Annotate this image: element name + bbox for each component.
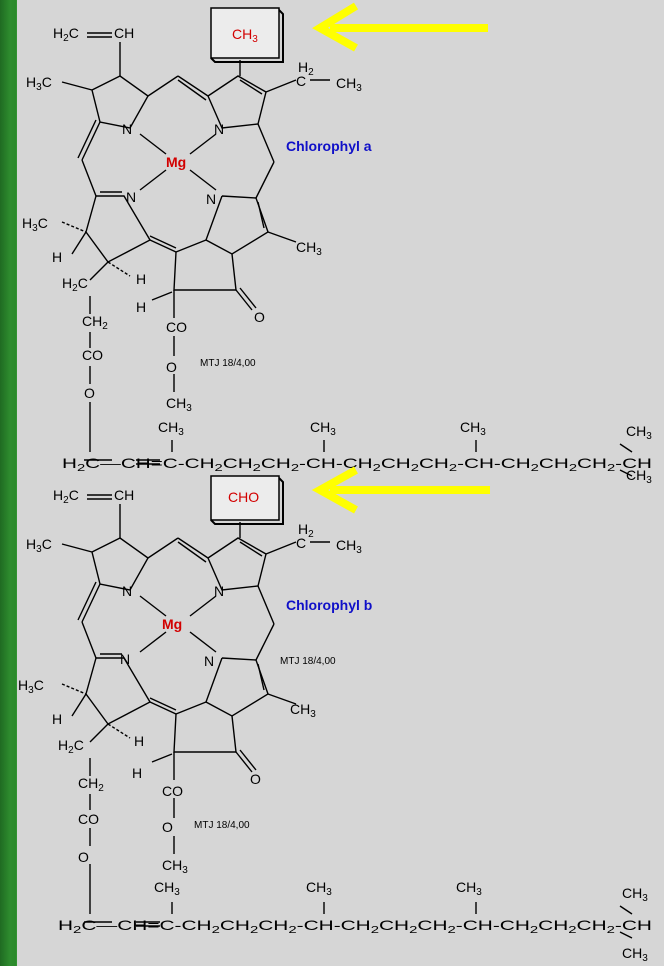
svg-text:CH3: CH3 [310,419,336,438]
molecule-chlorophyll-a: CH3 H2C CH H3C H2 C CH3 N N Mg Chlorophy… [22,2,652,486]
svg-text:C: C [296,73,306,89]
svg-text:H2C: H2C [58,737,84,756]
svg-text:H: H [52,711,62,727]
svg-text:CO: CO [166,319,187,335]
magnesium-b: Mg [162,616,182,632]
svg-text:H3C: H3C [22,215,48,234]
svg-text:CH3: CH3 [306,879,332,898]
svg-text:H: H [136,271,146,287]
arrow-right-to-left-icon [312,2,488,52]
svg-text:O: O [78,849,89,865]
svg-text:CH3: CH3 [460,419,486,438]
highlight-box-b: CHO [210,475,284,525]
svg-text:N: N [120,651,130,667]
svg-text:CH: CH [114,487,134,503]
svg-text:N: N [204,653,214,669]
highlight-group-a: CH3 [232,26,258,45]
svg-text:O: O [84,385,95,401]
svg-text:N: N [214,121,224,137]
svg-text:CH3: CH3 [622,945,648,964]
highlight-box-a: CH3 [210,7,284,63]
svg-text:N: N [214,583,224,599]
svg-text:N: N [122,583,132,599]
svg-text:H2C: H2C [53,25,79,44]
note-a: MTJ 18/4,00 [200,358,256,369]
svg-text:H: H [136,299,146,315]
svg-text:H: H [52,249,62,265]
svg-text:H: H [134,733,144,749]
svg-text:CH3: CH3 [456,879,482,898]
svg-text:CH2: CH2 [82,313,108,332]
svg-text:H3C: H3C [26,74,52,93]
svg-text:H3C: H3C [18,677,44,696]
svg-text:H: H [132,765,142,781]
svg-text:CH3: CH3 [336,75,362,94]
note-b1: MTJ 18/4,00 [280,656,336,667]
svg-text:C: C [296,535,306,551]
molecule-label-a: Chlorophyl a [286,138,372,154]
arrow-right-to-left-icon [311,466,490,514]
svg-text:CH3: CH3 [162,857,188,876]
svg-text:O: O [166,359,177,375]
molecule-chlorophyll-b: CHO H2C CH H3C H2 C CH3 N N Mg Chlorophy… [18,466,652,964]
svg-text:H2C: H2C [53,487,79,506]
svg-text:CO: CO [162,783,183,799]
svg-text:CH3: CH3 [158,419,184,438]
molecule-label-b: Chlorophyl b [286,597,372,613]
svg-text:CH3: CH3 [626,423,652,442]
svg-text:CH3: CH3 [166,395,192,414]
svg-text:CH3: CH3 [626,467,652,486]
svg-text:CH3: CH3 [336,537,362,556]
svg-text:N: N [206,191,216,207]
svg-text:H2C: H2C [62,275,88,294]
svg-text:O: O [162,819,173,835]
highlight-group-b: CHO [228,489,259,505]
svg-text:CH: CH [114,25,134,41]
note-b2: MTJ 18/4,00 [194,820,250,831]
svg-text:CH3: CH3 [154,879,180,898]
svg-text:N: N [126,189,136,205]
svg-text:H3C: H3C [26,536,52,555]
magnesium-a: Mg [166,154,186,170]
svg-text:N: N [122,121,132,137]
svg-text:O: O [254,309,265,325]
svg-text:O: O [250,771,261,787]
svg-text:CH2: CH2 [78,775,104,794]
svg-text:CH3: CH3 [290,701,316,720]
svg-text:CO: CO [78,811,99,827]
svg-text:CO: CO [82,347,103,363]
svg-text:CH3: CH3 [296,239,322,258]
svg-text:CH3: CH3 [622,885,648,904]
